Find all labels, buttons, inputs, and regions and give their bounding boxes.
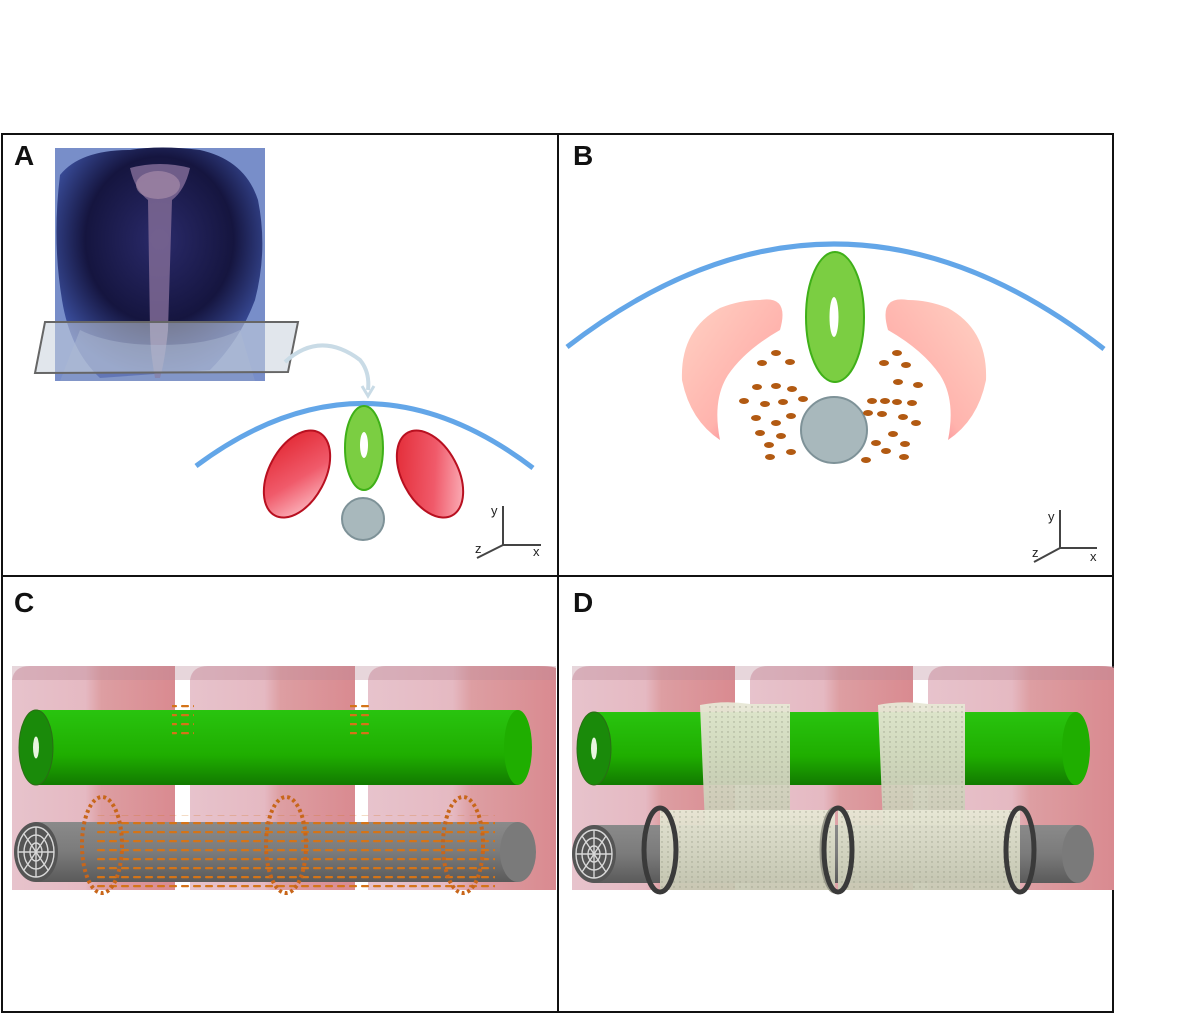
panel-c [12,666,556,895]
section-plane [33,321,300,375]
ectoderm-arc-b [565,241,1106,351]
panel-divider-vertical [557,133,559,1013]
axis-z-label: z [475,541,482,556]
panel-d-label: D [573,587,594,618]
somite-left-a [262,429,332,519]
vertebra-sheath-right-d [821,702,1037,895]
neural-tube-lumen-a [360,432,368,458]
sclerotome-right-b [885,299,987,440]
panel-a-label: A [14,140,35,171]
panel-a: y x z [33,147,541,559]
axis-y-label: y [491,503,498,518]
sclerotome-left-b [681,299,783,440]
axis-x-label: x [1090,549,1097,564]
panel-divider-horizontal [1,575,1114,577]
mesenchyme-cells-b [739,350,923,463]
axis-y-label: y [1048,509,1055,524]
neural-tube-lumen-b [829,297,839,337]
panel-d [572,666,1114,895]
notochord-a [341,497,385,541]
sclerotome-cells-c [80,795,495,895]
axes-indicator-b: y x z [1032,509,1097,564]
panel-b-label: B [573,140,594,171]
neural-tube-cylinder-c [18,709,532,786]
notochord-b [800,396,868,464]
axis-z-label: z [1032,545,1039,560]
panel-b: y x z [565,241,1106,564]
somite-right-a [395,429,465,519]
curved-arrow [283,343,371,391]
axes-indicator-a: y x z [475,503,541,559]
axis-x-label: x [533,544,540,559]
nerve-root-cells-c [172,705,372,741]
vertebra-sheath-left-d [641,702,851,895]
panel-c-label: C [14,587,35,618]
neural-tube-cylinder-d [576,711,1090,786]
ectoderm-arc-a [194,401,535,470]
